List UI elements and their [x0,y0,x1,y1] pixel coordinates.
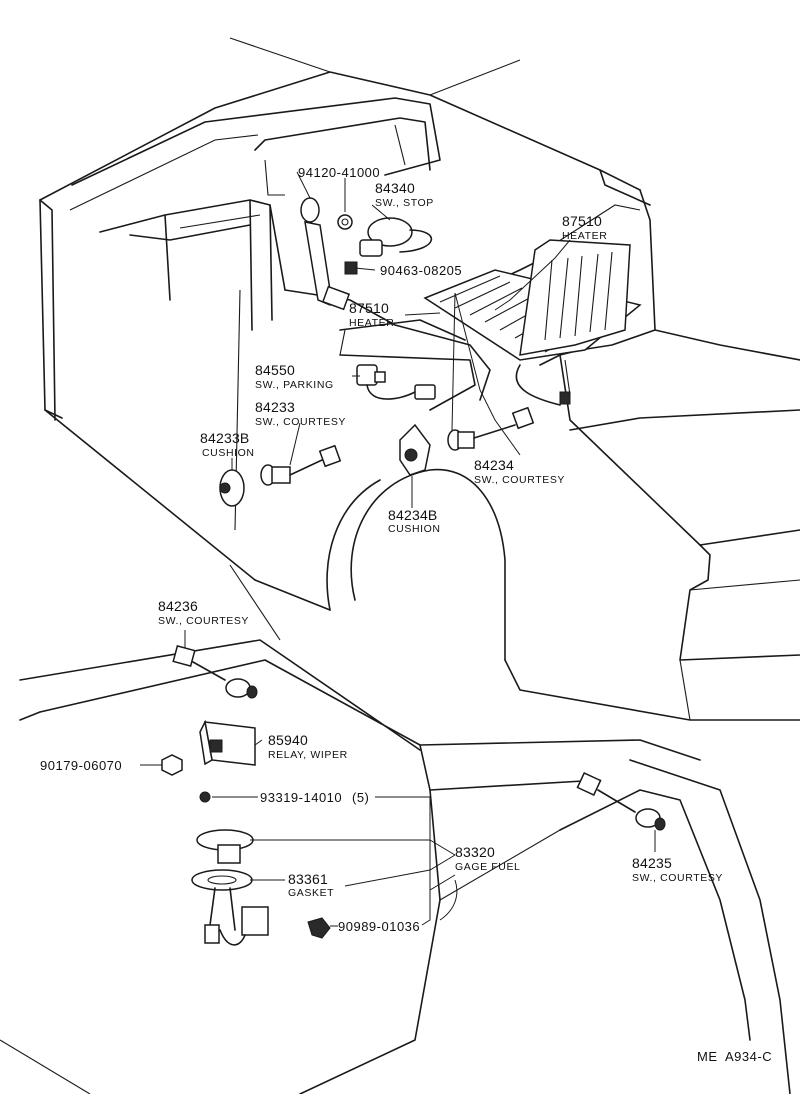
label-84233B-number: 84233B [200,430,249,446]
courtesy-switch-84234-part [399,406,535,476]
label-84233-desc: SW., COURTESY [255,416,346,428]
label-84234-desc: SW., COURTESY [474,474,565,486]
label-85940-number: 85940 [268,732,308,748]
label-84550-desc: SW., PARKING [255,379,334,391]
callout-labels: 94120-41000 84340 SW., STOP 87510 HEATER… [40,165,772,1064]
label-84340-desc: SW., STOP [375,197,434,209]
label-90179: 90179-06070 [40,758,122,773]
screw-93319-part [199,791,211,803]
label-84234-number: 84234 [474,457,514,473]
stop-switch-part [300,197,433,311]
trunk-outline [0,564,791,1094]
label-84236-desc: SW., COURTESY [158,615,249,627]
label-94120: 94120-41000 [298,165,380,180]
label-87510a-number: 87510 [562,213,602,229]
label-83361-desc: GASKET [288,887,334,899]
label-93319-qty: (5) [352,790,369,805]
clamp-90989-part [307,917,331,939]
nut-90179-part [161,754,183,776]
label-83361-number: 83361 [288,871,328,887]
label-84550-number: 84550 [255,362,295,378]
label-87510b-number: 87510 [349,300,389,316]
label-84235-number: 84235 [632,855,672,871]
label-84236-number: 84236 [158,598,198,614]
courtesy-switch-84236-part [172,645,258,699]
label-87510a-desc: HEATER [562,230,607,242]
courtesy-switch-84235-part [576,771,666,831]
label-84340-number: 84340 [375,180,415,196]
label-93319: 93319-14010 [260,790,342,805]
label-85940-desc: RELAY, WIPER [268,749,348,761]
label-83320-desc: GAGE FUEL [455,861,521,873]
parking-switch-part [356,364,436,400]
label-84233-number: 84233 [255,399,295,415]
label-84233B-desc: CUSHION [202,447,255,459]
label-83320-number: 83320 [455,844,495,860]
fuel-gage-part [191,829,269,946]
wiper-relay-part [199,719,256,766]
leader-lines [140,171,656,927]
label-90989: 90989-01036 [338,919,420,934]
label-90463: 90463-08205 [380,263,462,278]
label-84234B-number: 84234B [388,507,437,523]
vehicle-body-outline [39,37,800,721]
label-87510b-desc: HEATER [349,317,394,329]
label-84235-desc: SW., COURTESY [632,872,723,884]
label-84234B-desc: CUSHION [388,523,441,535]
seat-heater-parts [423,239,642,406]
figure-code: ME A934-C [697,1049,772,1064]
